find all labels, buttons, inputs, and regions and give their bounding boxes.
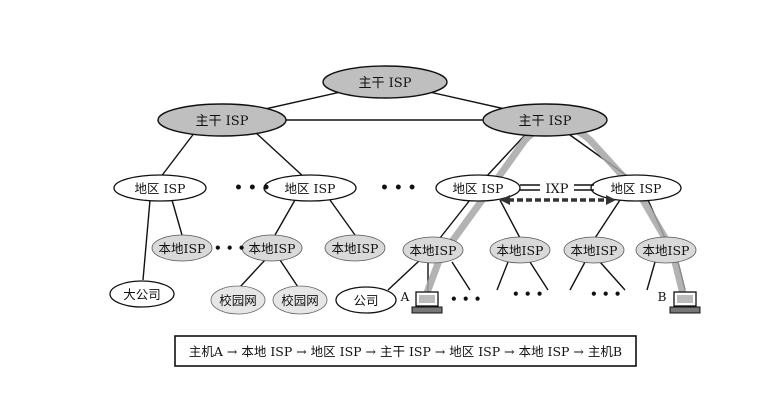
local-isp-1: 本地ISP [151, 234, 213, 262]
path-caption: 主机A → 本地 ISP → 地区 ISP → 主干 ISP → 地区 ISP … [174, 335, 637, 367]
campus-network-2: 校园网 [272, 285, 328, 315]
local-isp-3: 本地ISP [324, 234, 386, 262]
local-isp-4-label: 本地ISP [410, 243, 457, 258]
backbone-isp-right: 主干 ISP [482, 103, 608, 137]
campus-network-1: 校园网 [210, 285, 266, 315]
backbone-isp-left: 主干 ISP [157, 103, 287, 137]
company-label: 公司 [353, 293, 378, 308]
local-isp-7-label: 本地ISP [643, 243, 690, 258]
local-isp-2-label: 本地ISP [249, 241, 296, 256]
local-isp-1-label: 本地ISP [159, 241, 206, 256]
local-isp-6: 本地ISP [563, 236, 625, 264]
local-isp-6-label: 本地ISP [571, 243, 618, 258]
backbone-isp-top: 主干 ISP [322, 65, 448, 99]
path-arrow [421, 121, 688, 302]
ixp-label: IXP [545, 182, 568, 197]
ixp-link: IXP [500, 182, 616, 205]
campus-network-2-label: 校园网 [281, 293, 319, 308]
regional-isp-2-label: 地区 ISP [285, 181, 336, 196]
campus-network-1-label: 校园网 [219, 293, 257, 308]
ellipsis-4: • • • [450, 292, 481, 306]
ellipsis-3: • • • [214, 241, 245, 255]
regional-isp-2: 地区 ISP [263, 174, 357, 202]
regional-isp-3-label: 地区 ISP [453, 181, 504, 196]
backbone-isp-left-label: 主干 ISP [196, 114, 249, 129]
regional-isp-4-label: 地区 ISP [611, 181, 662, 196]
big-company: 大公司 [109, 280, 175, 308]
path-caption-text: 主机A → 本地 ISP → 地区 ISP → 主干 ISP → 地区 ISP … [189, 344, 622, 359]
backbone-isp-right-label: 主干 ISP [519, 114, 572, 129]
local-isp-2: 本地ISP [241, 234, 303, 262]
company: 公司 [335, 286, 397, 314]
local-isp-5: 本地ISP [489, 236, 551, 264]
big-company-label: 大公司 [123, 287, 161, 302]
regional-isp-1-label: 地区 ISP [135, 181, 186, 196]
connection-lines [142, 81, 686, 292]
local-isp-4: 本地ISP [402, 236, 464, 264]
local-isp-3-label: 本地ISP [332, 241, 379, 256]
ellipsis-2: • • • [380, 180, 417, 196]
computer-icon [411, 291, 443, 314]
ellipsis-1: • • • [234, 180, 271, 196]
host-a: A [400, 290, 443, 314]
ellipsis-5: • • • [512, 287, 543, 301]
regional-isp-3: 地区 ISP [435, 174, 521, 202]
host-b: B [658, 290, 701, 314]
ellipsis-6: • • • [590, 287, 621, 301]
backbone-isp-top-label: 主干 ISP [359, 76, 412, 91]
regional-isp-4: 地区 ISP [590, 174, 682, 202]
regional-isp-1: 地区 ISP [113, 174, 207, 202]
host-a-label: A [400, 290, 410, 304]
local-isp-7: 本地ISP [635, 236, 697, 264]
computer-icon [669, 291, 701, 314]
host-b-label: B [658, 290, 667, 304]
local-isp-5-label: 本地ISP [497, 243, 544, 258]
